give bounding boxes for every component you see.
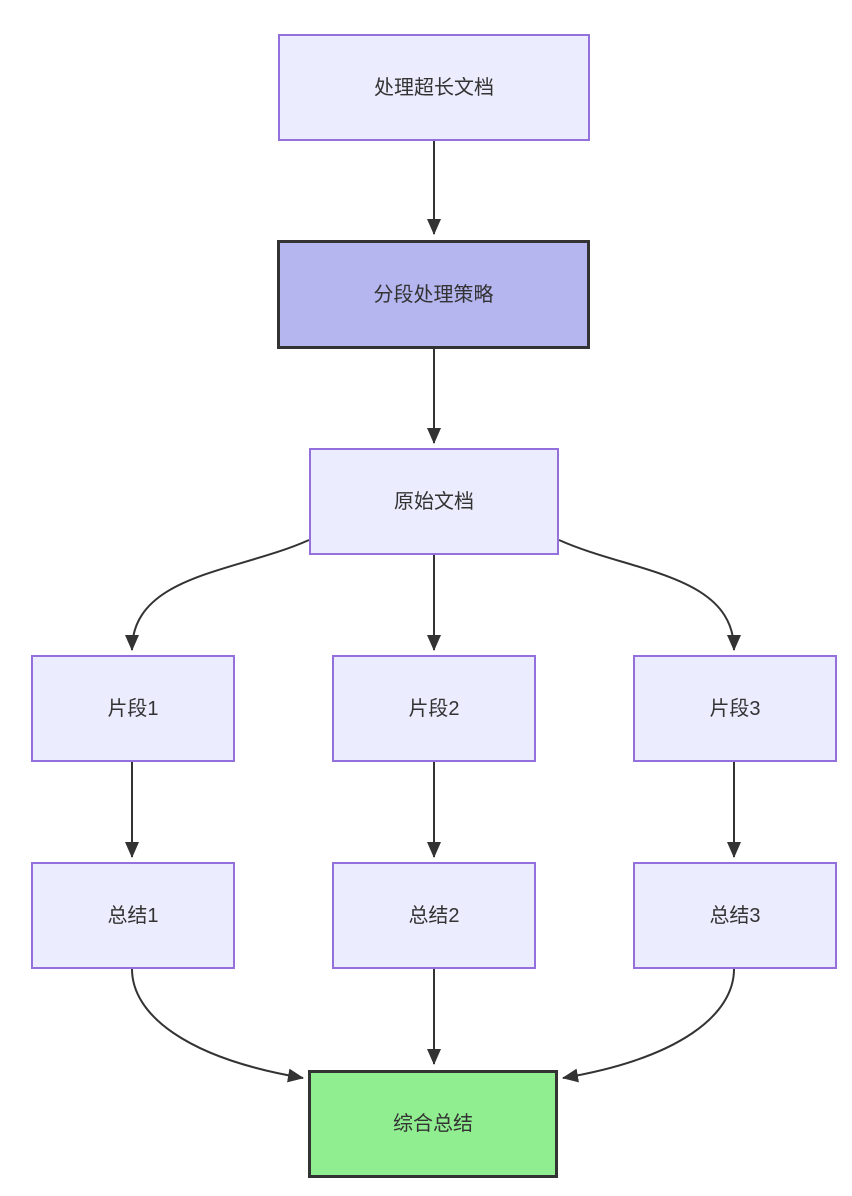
node-original-document: 原始文档 [309, 448, 559, 555]
edge-summary1-to-final [131, 968, 304, 1083]
node-process-long-doc: 处理超长文档 [278, 34, 590, 141]
node-segmentation-strategy: 分段处理策略 [277, 240, 590, 349]
node-label: 片段2 [408, 697, 460, 720]
edge-summary3-to-final [562, 968, 735, 1083]
node-summary-1: 总结1 [31, 862, 235, 969]
node-summary-2: 总结2 [332, 862, 536, 969]
node-label: 分段处理策略 [373, 283, 494, 306]
node-fragment-2: 片段2 [332, 655, 536, 762]
node-label: 片段3 [709, 697, 761, 720]
node-label: 综合总结 [393, 1113, 473, 1135]
edge-source-to-fragment1 [125, 539, 310, 651]
node-label: 总结1 [107, 904, 159, 927]
node-fragment-3: 片段3 [633, 655, 837, 762]
node-label: 总结2 [408, 904, 460, 927]
node-label: 总结3 [709, 904, 761, 927]
node-label: 处理超长文档 [374, 76, 494, 99]
node-summary-3: 总结3 [633, 862, 837, 969]
node-label: 原始文档 [394, 490, 474, 513]
edge-source-to-fragment3 [558, 539, 741, 651]
node-fragment-1: 片段1 [31, 655, 235, 762]
node-label: 片段1 [107, 697, 159, 720]
node-final-summary: 综合总结 [308, 1070, 558, 1178]
